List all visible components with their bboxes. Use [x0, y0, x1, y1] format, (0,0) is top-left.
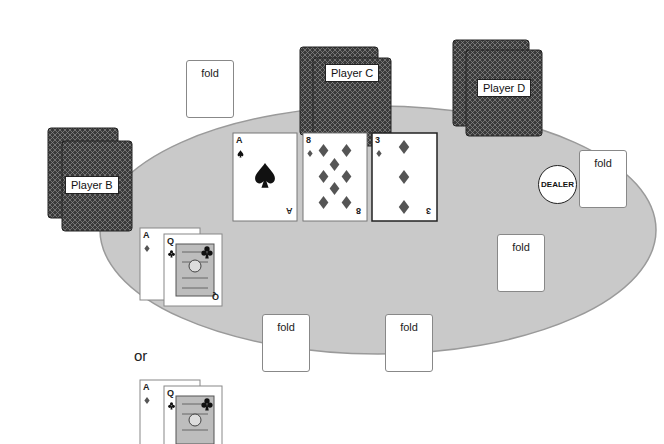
player-label: Player B — [65, 176, 119, 194]
card-rank: 3 — [426, 206, 431, 215]
card-rank: 8 — [306, 136, 311, 145]
fold-text: fold — [400, 321, 418, 333]
player-name: Player C — [331, 67, 373, 79]
fold-card: fold — [497, 234, 545, 292]
dealer-button: DEALER — [538, 165, 577, 204]
card-rank: Q — [167, 389, 174, 398]
player-name: Player B — [71, 179, 113, 191]
fold-card: fold — [262, 314, 310, 372]
table-felt — [100, 106, 656, 354]
card-rank: A — [236, 136, 243, 145]
card-rank: Q — [212, 292, 219, 301]
fold-card: fold — [579, 150, 627, 208]
fold-text: fold — [277, 321, 295, 333]
fold-card: fold — [186, 60, 234, 118]
card-backs — [48, 40, 542, 231]
player-label: Player C — [325, 64, 379, 82]
hero-hand — [140, 228, 222, 444]
or-label: or — [134, 348, 147, 363]
player-label: Player D — [477, 79, 531, 97]
dealer-text: DEALER — [541, 180, 574, 189]
fold-text: fold — [201, 67, 219, 79]
card-rank: A — [286, 206, 293, 215]
fold-card: fold — [385, 314, 433, 372]
fold-text: fold — [594, 157, 612, 169]
card-rank: 8 — [356, 206, 361, 215]
player-name: Player D — [483, 82, 525, 94]
board-cards — [233, 133, 437, 221]
fold-text: fold — [512, 241, 530, 253]
card-rank: Q — [167, 237, 174, 246]
card-rank: 3 — [375, 136, 380, 145]
card-rank: A — [143, 231, 150, 240]
card-rank: A — [143, 383, 150, 392]
